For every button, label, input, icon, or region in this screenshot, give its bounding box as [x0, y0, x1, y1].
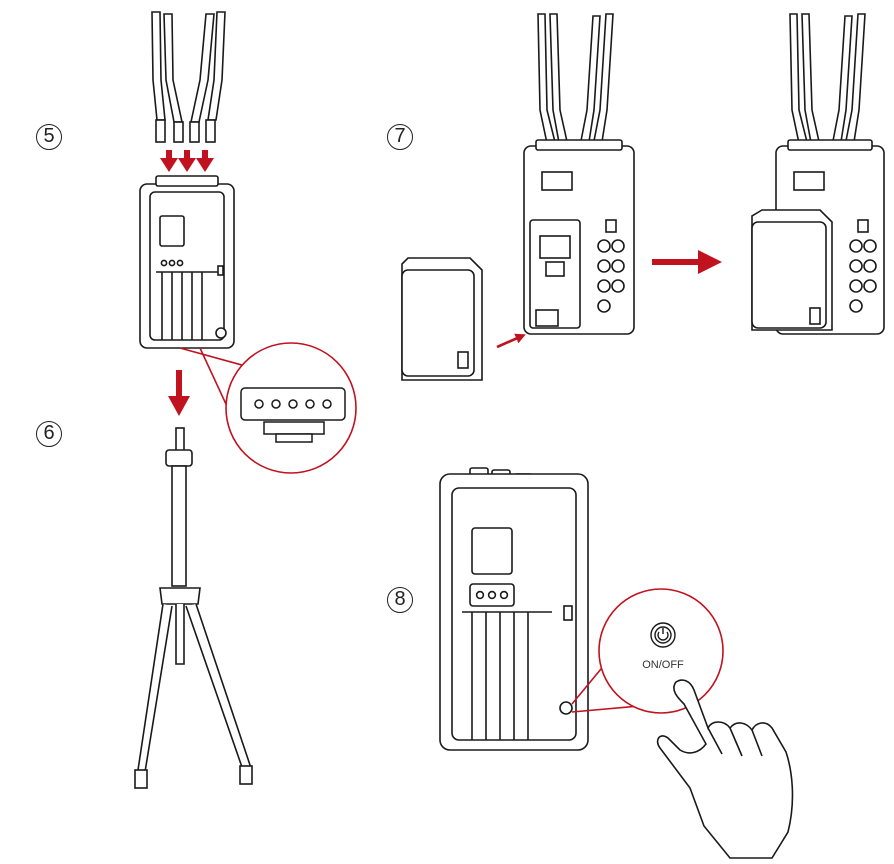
power-icon: [650, 622, 676, 648]
antennas-step5: [151, 11, 226, 143]
antennas-step7: [537, 13, 614, 149]
battery-icon: [401, 257, 483, 381]
transmitter-icon: [523, 139, 635, 335]
antenna-icon: [205, 11, 226, 143]
antennas-step7-assembled: [789, 13, 866, 149]
hand-pointer-icon: [656, 679, 794, 859]
antenna-icon: [151, 11, 166, 143]
transmitter-with-battery: [751, 139, 885, 335]
transmitter-icon: [139, 175, 235, 349]
transmitter-icon-large: [439, 467, 589, 751]
right-arrow-icon: [652, 250, 722, 274]
tripod-icon: [134, 427, 253, 789]
step-6-badge: 6: [36, 421, 62, 447]
step-5-badge: 5: [36, 124, 62, 150]
step-8-badge: 8: [387, 587, 413, 613]
step-7-badge: 7: [387, 124, 413, 150]
down-arrow-icon-group: [160, 150, 214, 172]
antenna-icon: [163, 13, 184, 143]
power-button-label: ON/OFF: [642, 659, 684, 671]
down-arrow-icon: [168, 370, 190, 416]
callout-power: [571, 588, 724, 714]
bottom-ports-zoom: [240, 387, 346, 443]
insert-arrow-icon: [496, 333, 526, 349]
antenna-icon: [189, 13, 215, 143]
